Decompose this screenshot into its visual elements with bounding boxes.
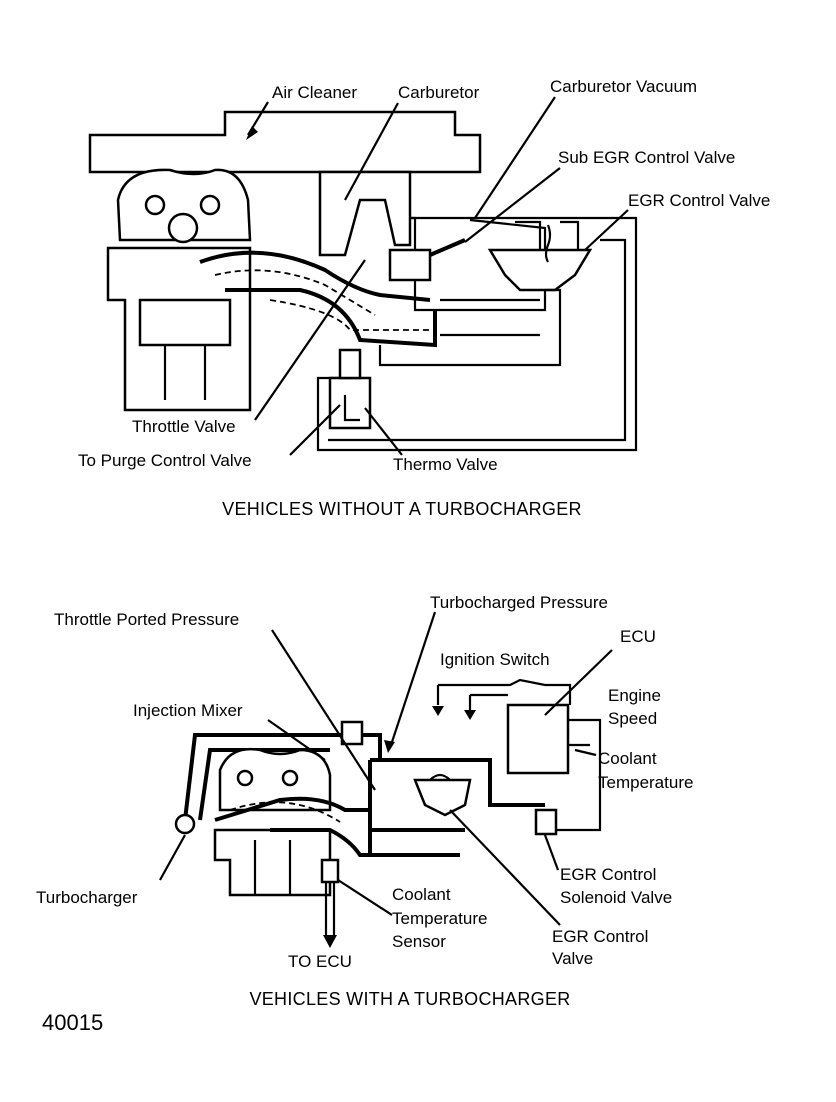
top-leader-lines [246, 96, 629, 456]
label-egr-control-valve-1: EGR Control [552, 927, 648, 946]
cam-circle-left [144, 194, 166, 216]
caption-without-turbocharger: VEHICLES WITHOUT A TURBOCHARGER [222, 499, 582, 519]
label-turbocharger: Turbocharger [36, 888, 138, 907]
label-speed: Speed [608, 709, 657, 728]
label-throttle-valve: Throttle Valve [132, 417, 236, 436]
top-diagram [88, 110, 638, 452]
label-turbocharged-pressure: Turbocharged Pressure [430, 593, 608, 612]
label-egr-control-solenoid-1: EGR Control [560, 865, 656, 884]
bottom-egr-valve [413, 778, 472, 817]
carburetor-body [318, 170, 412, 257]
intake-manifold [199, 250, 431, 302]
cam-circle-center [167, 212, 199, 244]
label-injection-mixer: Injection Mixer [133, 701, 243, 720]
label-throttle-ported-pressure: Throttle Ported Pressure [54, 610, 239, 629]
wiring-harness [438, 678, 572, 705]
label-thermo-valve: Thermo Valve [393, 455, 498, 474]
label-sub-egr-control-valve: Sub EGR Control Valve [558, 148, 735, 167]
engine-head [116, 168, 252, 242]
ecu-box [506, 703, 570, 775]
label-coolant-sensor-2: Temperature [392, 909, 487, 928]
label-coolant: Coolant [598, 749, 657, 768]
air-cleaner-housing [88, 110, 482, 174]
label-temperature: Temperature [598, 773, 693, 792]
turbocharger-wheel [174, 813, 196, 835]
figure-number: 40015 [42, 1010, 103, 1035]
label-carburetor: Carburetor [398, 83, 480, 102]
piston [138, 298, 232, 347]
injection-mixer-body [340, 720, 364, 746]
label-coolant-sensor-1: Coolant [392, 885, 451, 904]
label-ecu: ECU [620, 627, 656, 646]
label-ignition-switch: Ignition Switch [440, 650, 550, 669]
vacuum-pipe-loop [316, 216, 638, 452]
label-carburetor-vacuum: Carburetor Vacuum [550, 77, 697, 96]
label-egr-control-valve: EGR Control Valve [628, 191, 770, 210]
egr-valve-housing [368, 758, 545, 855]
coolant-temperature-sensor [320, 858, 340, 884]
label-to-purge-control-valve: To Purge Control Valve [78, 451, 252, 470]
egr-control-valve-body [487, 248, 593, 292]
bottom-engine-head [218, 747, 332, 812]
egr-control-solenoid-valve [534, 808, 558, 836]
label-egr-control-solenoid-2: Solenoid Valve [560, 888, 672, 907]
bottom-diagram [174, 678, 602, 948]
label-to-ecu: TO ECU [288, 952, 352, 971]
sub-egr-valve-body [388, 248, 432, 282]
label-air-cleaner: Air Cleaner [272, 83, 357, 102]
caption-with-turbocharger: VEHICLES WITH A TURBOCHARGER [249, 989, 570, 1009]
label-engine: Engine [608, 686, 661, 705]
bottom-engine-block [213, 828, 332, 897]
bottom-leader-lines [159, 611, 613, 926]
label-egr-control-valve-2: Valve [552, 949, 593, 968]
cam-circle-right [199, 194, 221, 216]
label-coolant-sensor-3: Sensor [392, 932, 446, 951]
